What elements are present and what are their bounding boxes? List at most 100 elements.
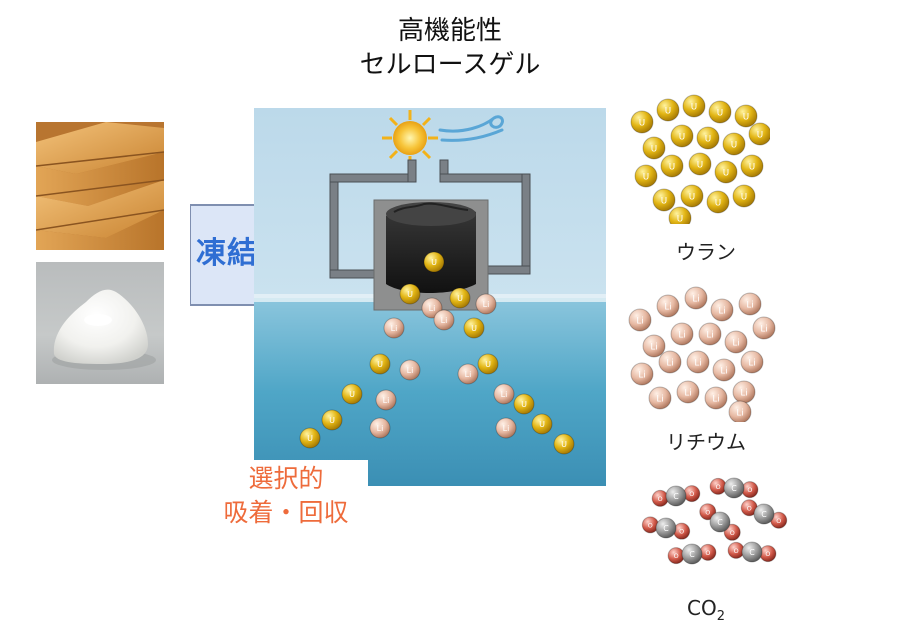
svg-text:Li: Li — [465, 370, 472, 379]
sun-icon — [382, 110, 438, 166]
uranium-ion-icon: U — [656, 98, 680, 122]
lithium-ion-icon: Li — [493, 383, 515, 405]
oxygen-atom-icon: O — [723, 523, 741, 541]
carbon-atom-icon: C — [753, 503, 775, 525]
page-title: 高機能性 セルロースゲル — [300, 14, 600, 82]
svg-text:U: U — [485, 360, 491, 369]
svg-text:O: O — [765, 550, 770, 558]
lithium-ion-icon: Li — [642, 334, 666, 358]
oxygen-atom-icon: O — [759, 545, 777, 563]
svg-text:Li: Li — [429, 304, 436, 313]
lithium-ion-icon: Li — [704, 386, 728, 410]
svg-text:U: U — [639, 119, 645, 129]
lithium-ion-icon: Li — [648, 386, 672, 410]
lithium-ion-icon: Li — [698, 322, 722, 346]
svg-text:U: U — [669, 163, 675, 173]
svg-text:U: U — [651, 145, 657, 155]
uranium-ion-icon: U — [680, 184, 704, 208]
svg-text:U: U — [307, 434, 313, 443]
oxygen-atom-icon: O — [741, 481, 759, 499]
uranium-ion-icon: U — [734, 104, 758, 128]
uranium-ion-icon: U — [423, 251, 445, 273]
svg-text:Li: Li — [736, 409, 743, 419]
svg-text:U: U — [665, 107, 671, 117]
wind-icon — [438, 115, 504, 142]
oxygen-atom-icon: O — [699, 503, 717, 521]
lithium-ion-icon: Li — [684, 286, 708, 310]
uranium-ion-icon: U — [722, 132, 746, 156]
svg-text:C: C — [761, 510, 767, 519]
svg-text:O: O — [679, 528, 684, 536]
svg-text:C: C — [663, 524, 669, 533]
uranium-ion-icon: U — [652, 188, 676, 212]
svg-text:U: U — [749, 163, 755, 173]
lithium-ion-icon: Li — [495, 417, 517, 439]
lithium-ion-icon: Li — [710, 298, 734, 322]
svg-text:Li: Li — [377, 424, 384, 433]
uranium-ion-icon: U — [732, 184, 756, 208]
lithium-ion-icon: Li — [738, 292, 762, 316]
wood-photo — [36, 122, 164, 250]
uranium-ion-icon: U — [670, 124, 694, 148]
svg-text:O: O — [730, 529, 735, 537]
lithium-ion-icon: Li — [656, 294, 680, 318]
uranium-ion-icon: U — [463, 317, 485, 339]
svg-text:O: O — [716, 483, 721, 491]
lithium-ion-icon: Li — [399, 359, 421, 381]
uranium-ion-icon: U — [748, 122, 770, 146]
svg-text:O: O — [747, 504, 752, 512]
co2-label-sub: 2 — [716, 609, 725, 624]
svg-text:U: U — [743, 113, 749, 123]
svg-text:C: C — [689, 550, 695, 559]
svg-text:Li: Li — [746, 301, 753, 311]
svg-text:C: C — [673, 492, 679, 501]
lithium-ion-icon: Li — [433, 309, 455, 331]
carbon-atom-icon: C — [723, 477, 745, 499]
svg-text:Li: Li — [503, 424, 510, 433]
svg-text:O: O — [705, 508, 710, 516]
uranium-ion-icon: U — [714, 160, 738, 184]
lithium-ion-icon: Li — [712, 358, 736, 382]
svg-text:O: O — [705, 549, 710, 557]
svg-text:Li: Li — [740, 389, 747, 399]
svg-text:Li: Li — [732, 339, 739, 349]
uranium-ion-icon: U — [399, 283, 421, 305]
carbon-atom-icon: C — [655, 517, 677, 539]
svg-text:U: U — [377, 360, 383, 369]
svg-text:U: U — [457, 294, 463, 303]
carbon-atom-icon: C — [681, 543, 703, 565]
adsorption-line-1: 選択的 — [248, 464, 324, 493]
svg-text:U: U — [757, 131, 763, 141]
uranium-ion-icon: U — [299, 427, 321, 449]
uranium-ion-icon: U — [682, 94, 706, 118]
lithium-ion-icon: Li — [628, 308, 652, 332]
lithium-label: リチウム — [666, 430, 746, 454]
co2-label: CO2 — [636, 596, 776, 624]
title-line-1: 高機能性 — [397, 16, 502, 46]
svg-text:Li: Li — [407, 366, 414, 375]
svg-text:U: U — [539, 420, 545, 429]
svg-text:U: U — [643, 173, 649, 183]
svg-text:U: U — [349, 390, 355, 399]
svg-text:U: U — [407, 290, 413, 299]
svg-text:U: U — [741, 193, 747, 203]
lithium-ion-icon: Li — [457, 363, 479, 385]
adsorption-label: 選択的 吸着・回収 — [186, 462, 386, 530]
svg-text:Li: Li — [664, 303, 671, 313]
uranium-ion-icon: U — [634, 164, 658, 188]
svg-text:U: U — [717, 109, 723, 119]
svg-text:O: O — [689, 490, 694, 498]
uranium-ion-icon: U — [708, 100, 732, 124]
svg-text:Li: Li — [706, 331, 713, 341]
svg-text:U: U — [715, 199, 721, 209]
uranium-ion-icon: U — [449, 287, 471, 309]
gel-photo — [36, 262, 164, 384]
uranium-ion-icon: U — [688, 152, 712, 176]
svg-text:U: U — [431, 258, 437, 267]
lithium-ion-icon: Li — [724, 330, 748, 354]
lithium-ion-icon: Li — [475, 293, 497, 315]
svg-text:Li: Li — [656, 395, 663, 405]
